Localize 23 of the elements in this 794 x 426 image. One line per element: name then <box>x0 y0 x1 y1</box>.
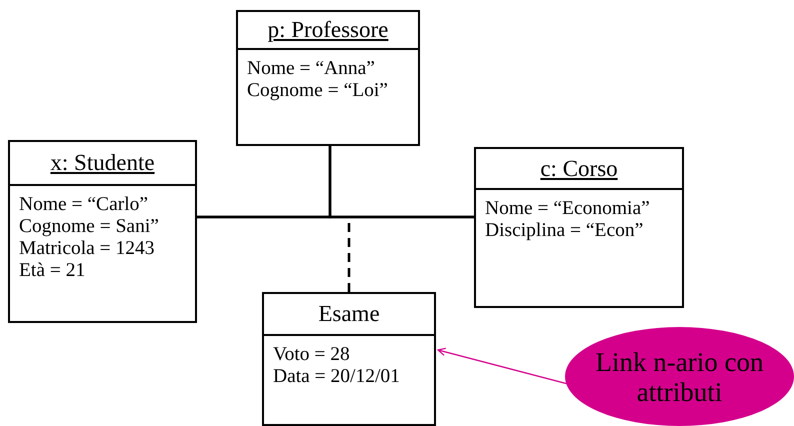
object-name: x: Studente <box>50 149 155 177</box>
attribute-text: Cognome = “Loi” <box>247 80 388 102</box>
attribute-text: Nome = “Carlo” <box>19 194 148 216</box>
attribute-text: Voto = 28 <box>273 344 350 366</box>
object-name: c: Corso <box>540 155 618 183</box>
attribute-text: Matricola = 1243 <box>19 238 155 260</box>
attribute-text: Cognome = Sani” <box>19 216 159 238</box>
attribute-text: Nome = “Anna” <box>247 58 375 80</box>
arrow <box>437 348 568 385</box>
object-box <box>236 10 420 146</box>
object-box <box>8 140 197 323</box>
object-box <box>474 147 684 308</box>
object-box <box>262 292 436 426</box>
link-line <box>328 146 474 218</box>
attribute-text: Data = 20/12/01 <box>273 366 400 388</box>
link-line <box>348 221 350 292</box>
attribute-text: Disciplina = “Econ” <box>485 220 644 242</box>
object-name: p: Professore <box>268 16 388 44</box>
attribute-text: Età = 21 <box>19 260 86 282</box>
callout-text: Link n-ario con attributi <box>594 347 764 407</box>
attribute-text: Nome = “Economia” <box>485 198 650 220</box>
object-name: Esame <box>318 300 380 328</box>
callout-ellipse <box>565 327 794 426</box>
